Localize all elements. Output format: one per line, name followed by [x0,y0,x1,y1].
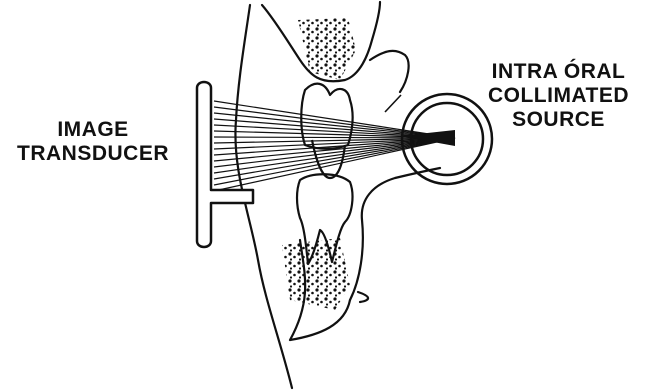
image-transducer-label: IMAGE TRANSDUCER [8,118,178,166]
collimated-source-label-line2: COLLIMATED [466,84,651,108]
collimated-source-label-line1: INTRA ÓRAL [466,60,651,84]
image-transducer-shape [197,82,253,247]
collimated-source-label-line3: SOURCE [466,108,651,132]
collimated-source-label: INTRA ÓRAL COLLIMATED SOURCE [466,60,651,132]
source-leader-mark [385,95,401,112]
image-transducer-label-line1: IMAGE [8,118,178,142]
image-transducer-label-line2: TRANSDUCER [8,142,178,166]
